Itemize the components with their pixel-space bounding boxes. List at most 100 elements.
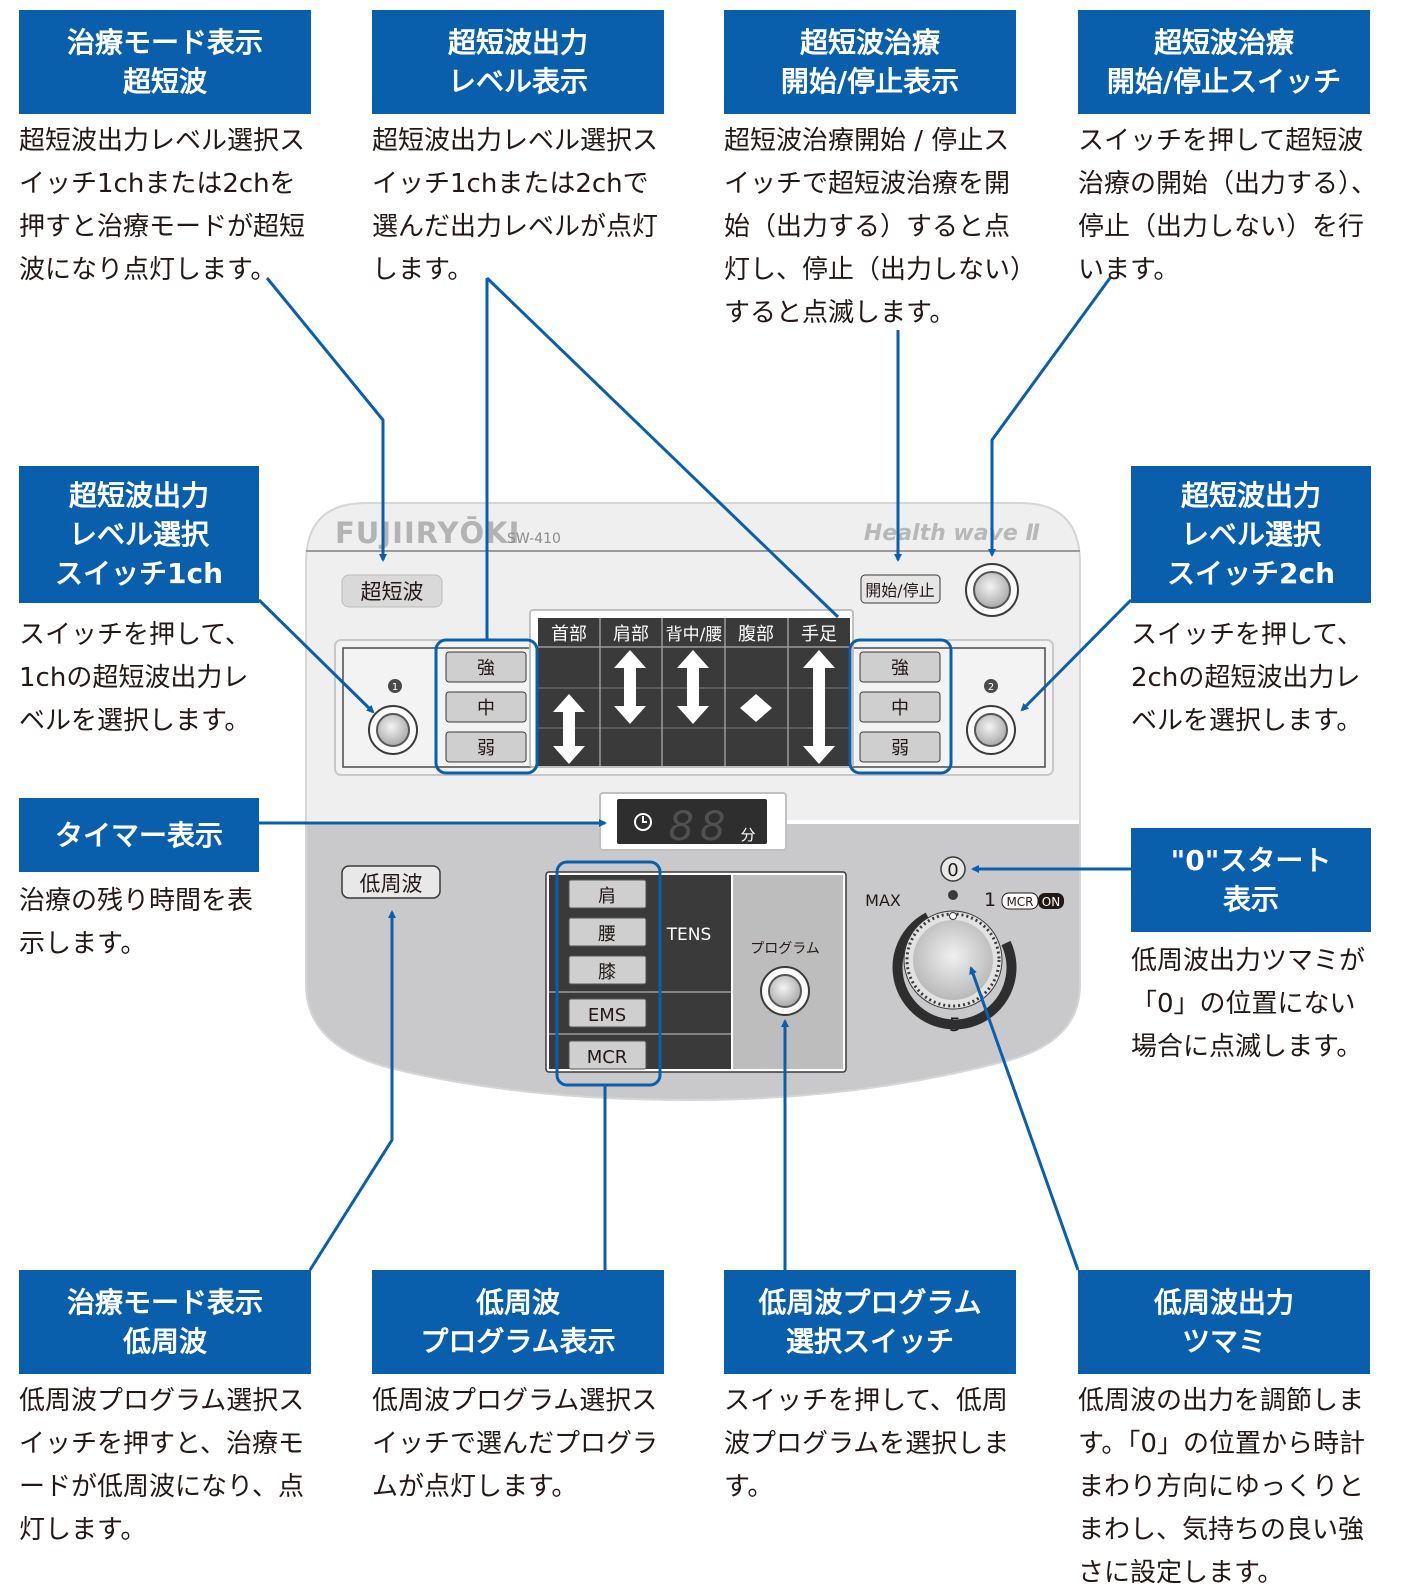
title-line: 開始/停止表示 bbox=[780, 65, 960, 98]
ch2-level-weak: 弱 bbox=[891, 738, 909, 759]
body-part-abdomen: 腹部 bbox=[738, 624, 774, 645]
mcr-badge-label: MCR bbox=[1006, 895, 1033, 909]
ch2-marker-label: 2 bbox=[988, 682, 994, 693]
title-line: スイッチ2ch bbox=[1166, 557, 1335, 590]
callout-level-select-2ch-desc: スイッチを押して、2chの超短波出力レベルを選択します。 bbox=[1131, 620, 1363, 736]
title-line: レベル表示 bbox=[447, 65, 588, 98]
title-line: 超短波出力 bbox=[1180, 479, 1321, 512]
ch1-level-medium: 中 bbox=[477, 698, 495, 719]
callout-mode-lowfreq-desc: 低周波プログラム選択スイッチを押すと、治療モードが低周波になり、点灯します。 bbox=[19, 1386, 305, 1545]
callout-level-display-title: 超短波出力 レベル表示 bbox=[372, 10, 664, 114]
callout-level-select-1ch-desc: スイッチを押して、1chの超短波出力レベルを選択します。 bbox=[19, 620, 251, 736]
title-line: 超短波治療 bbox=[799, 26, 940, 59]
callout-zero-start-desc: 低周波出力ツマミが「0」の位置にない場合に点滅します。 bbox=[1131, 946, 1366, 1062]
program-knee: 膝 bbox=[598, 962, 616, 983]
callout-level-select-1ch-title: 超短波出力 レベル選択 スイッチ1ch bbox=[19, 466, 259, 603]
callout-startstop-switch-title: 超短波治療 開始/停止スイッチ bbox=[1078, 10, 1370, 114]
body-part-back-waist: 背中/腰 bbox=[666, 625, 723, 645]
zero-start-indicator bbox=[940, 856, 966, 882]
callout-timer-desc: 治療の残り時間を表示します。 bbox=[19, 886, 254, 959]
clock-icon bbox=[634, 813, 652, 831]
lowfreq-mode-indicator bbox=[341, 865, 441, 899]
title-line: ツマミ bbox=[1181, 1325, 1266, 1358]
model-number: SW-410 bbox=[507, 531, 561, 547]
callout-startstop-switch-desc: スイッチを押して超短波治療の開始（出力する）、停止（出力しない）を行います。 bbox=[1078, 126, 1378, 285]
title-line: タイマー表示 bbox=[54, 818, 223, 852]
callout-mode-lowfreq-title: 治療モード表示 低周波 bbox=[19, 1270, 311, 1374]
callout-output-knob-title: 低周波出力 ツマミ bbox=[1078, 1270, 1370, 1374]
ch1-marker bbox=[388, 679, 402, 693]
title-line: 低周波出力 bbox=[1153, 1286, 1294, 1319]
title-line: スイッチ1ch bbox=[54, 557, 223, 590]
ch1-level-strong: 強 bbox=[477, 658, 495, 679]
back-range-arrow bbox=[677, 650, 709, 724]
callout-output-knob-desc: 低周波の出力を調節します。「0」の位置から時計まわり方向にゆっくりとまわし、気持… bbox=[1078, 1386, 1365, 1588]
body-part-neck: 首部 bbox=[551, 624, 587, 645]
program-mcr: MCR bbox=[587, 1047, 628, 1068]
callout-startstop-display-desc: 超短波治療開始 / 停止スイッチで超短波治療を開始（出力する）すると点灯し、停止… bbox=[724, 126, 1024, 328]
callout-program-switch-desc: スイッチを押して、低周波プログラムを選択します。 bbox=[724, 1386, 1010, 1502]
title-line: 表示 bbox=[1222, 883, 1279, 916]
title-line: 治療モード表示 bbox=[66, 26, 263, 59]
ch2-level-select-button[interactable] bbox=[966, 705, 1016, 755]
title-line: 選択スイッチ bbox=[785, 1325, 954, 1358]
lowfreq-mode-label: 低周波 bbox=[360, 872, 423, 896]
timer-unit: 分 bbox=[740, 826, 755, 844]
on-badge bbox=[1038, 893, 1064, 909]
program-shoulder: 肩 bbox=[598, 886, 616, 907]
title-line: プログラム表示 bbox=[420, 1325, 616, 1358]
ch2-level-strong: 強 bbox=[891, 658, 909, 679]
title-line: 超短波出力 bbox=[447, 26, 588, 59]
knob-one-label: 1 bbox=[984, 889, 996, 911]
body-part-display bbox=[529, 609, 854, 768]
callout-zero-start-title: "0"スタート 表示 bbox=[1131, 828, 1371, 932]
program-waist: 腰 bbox=[598, 924, 616, 945]
start-stop-indicator bbox=[860, 574, 941, 604]
knob-max-label: MAX bbox=[865, 891, 901, 910]
callout-mode-ultrasonic-title: 治療モード表示 超短波 bbox=[19, 10, 311, 114]
lowfreq-output-knob[interactable] bbox=[903, 910, 1003, 1010]
title-line: 低周波 bbox=[475, 1286, 560, 1319]
ch1-level-weak: 弱 bbox=[477, 738, 495, 759]
callout-level-display-desc: 超短波出力レベル選択スイッチ1chまたは2chで選んだ出力レベルが点灯します。 bbox=[372, 126, 659, 285]
start-stop-label: 開始/停止 bbox=[865, 581, 934, 600]
neck-range-arrow bbox=[553, 694, 585, 764]
title-line: 超短波出力 bbox=[68, 479, 209, 512]
title-line: 低周波 bbox=[122, 1325, 207, 1358]
program-ems: EMS bbox=[588, 1005, 626, 1026]
body-part-limbs: 手足 bbox=[801, 624, 837, 645]
title-line: "0"スタート bbox=[1170, 844, 1332, 877]
callout-mode-ultrasonic-desc: 超短波出力レベル選択スイッチ1chまたは2chを押すと治療モードが超短波になり点… bbox=[19, 126, 306, 285]
title-line: 治療モード表示 bbox=[66, 1286, 263, 1319]
program-select-button[interactable] bbox=[760, 966, 810, 1016]
timer-digits: 88 bbox=[669, 804, 732, 850]
on-badge-label: ON bbox=[1042, 895, 1060, 909]
limbs-range-arrow bbox=[803, 650, 835, 764]
body-part-shoulder: 肩部 bbox=[613, 624, 649, 645]
ch2-level-medium: 中 bbox=[891, 698, 909, 719]
title-line: レベル選択 bbox=[1180, 518, 1321, 551]
callout-startstop-display-title: 超短波治療 開始/停止表示 bbox=[724, 10, 1016, 114]
product-name: Health wave Ⅱ bbox=[864, 521, 1041, 546]
ultrasonic-mode-label: 超短波 bbox=[361, 580, 424, 604]
title-line: 開始/停止スイッチ bbox=[1106, 65, 1342, 98]
title-line: レベル選択 bbox=[68, 518, 209, 551]
zero-start-label: 0 bbox=[947, 860, 958, 881]
ch1-marker-label: 1 bbox=[392, 682, 398, 693]
start-stop-button[interactable] bbox=[965, 563, 1019, 617]
title-line: 超短波治療 bbox=[1153, 26, 1294, 59]
title-line: 超短波 bbox=[122, 65, 207, 98]
tens-label: TENS bbox=[666, 925, 712, 945]
callout-program-switch-title: 低周波プログラム 選択スイッチ bbox=[724, 1270, 1016, 1374]
callout-timer-title: タイマー表示 bbox=[19, 798, 259, 872]
abdomen-range-arrow bbox=[740, 694, 772, 722]
callout-program-display-desc: 低周波プログラム選択スイッチで選んだプログラムが点灯します。 bbox=[372, 1386, 659, 1502]
ch1-level-select-button[interactable] bbox=[368, 705, 418, 755]
ch2-marker bbox=[984, 679, 998, 693]
brand-logo: FUJIIRYŌKI bbox=[335, 516, 520, 550]
callout-level-select-2ch-title: 超短波出力 レベル選択 スイッチ2ch bbox=[1131, 466, 1371, 603]
title-line: 低周波プログラム bbox=[758, 1286, 982, 1319]
shoulder-range-arrow bbox=[614, 650, 646, 724]
timer-display bbox=[599, 792, 787, 851]
